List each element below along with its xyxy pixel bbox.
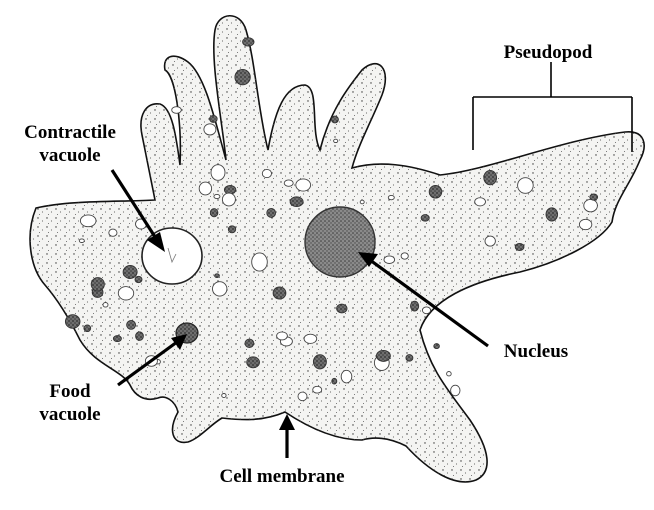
small-vacuole <box>388 195 394 199</box>
small-vacuole <box>422 307 430 314</box>
dark-granule <box>135 276 142 282</box>
dark-granule <box>127 321 136 330</box>
small-vacuole <box>401 253 408 259</box>
small-vacuole <box>296 179 311 191</box>
dark-granule <box>546 208 558 221</box>
small-vacuole <box>172 107 182 114</box>
small-vacuole <box>222 193 235 206</box>
contractile-vacuole-label-line1: Contractile <box>6 121 134 144</box>
dark-granule <box>215 274 220 278</box>
dark-granule <box>235 69 250 84</box>
small-vacuole <box>384 256 395 264</box>
food-vacuole-label: Food vacuole <box>20 380 120 426</box>
small-vacuole <box>313 386 322 393</box>
small-vacuole <box>475 198 486 206</box>
contractile-vacuole-label-line2: vacuole <box>6 144 134 167</box>
dark-granule <box>84 325 91 332</box>
small-vacuole <box>360 200 364 204</box>
small-vacuole <box>199 182 211 195</box>
food-vacuole-label-line1: Food <box>20 380 120 403</box>
small-vacuole <box>584 199 598 211</box>
small-vacuole <box>211 165 225 181</box>
small-vacuole <box>262 169 271 177</box>
pseudopod-label: Pseudopod <box>478 41 618 64</box>
small-vacuole <box>252 253 268 271</box>
dark-granule <box>91 278 104 291</box>
dark-granule <box>331 116 338 123</box>
dark-granule <box>210 115 218 122</box>
small-vacuole <box>222 394 226 398</box>
dark-granule <box>113 336 121 342</box>
dark-granule <box>332 378 337 384</box>
small-vacuole <box>284 180 293 186</box>
small-vacuole <box>298 392 307 401</box>
dark-granule <box>590 194 598 200</box>
small-vacuole <box>103 303 108 308</box>
small-vacuole <box>518 178 534 194</box>
small-vacuole <box>214 194 220 198</box>
dark-granule <box>484 170 497 184</box>
dark-granule <box>210 209 218 217</box>
dark-granule <box>313 355 326 369</box>
small-vacuole <box>277 332 288 340</box>
small-vacuole <box>118 287 133 300</box>
small-vacuole <box>447 372 452 376</box>
small-vacuole <box>204 124 216 135</box>
dark-granule <box>136 332 144 341</box>
dark-granule <box>434 344 440 349</box>
small-vacuole <box>334 139 338 142</box>
nucleus <box>305 207 375 277</box>
dark-granule <box>429 186 442 199</box>
nucleus-label: Nucleus <box>486 340 586 363</box>
food-vacuole-label-line2: vacuole <box>20 403 120 426</box>
dark-granule <box>337 304 347 313</box>
dark-granule <box>245 339 254 347</box>
small-vacuole <box>79 239 84 243</box>
small-vacuole <box>579 219 591 229</box>
dark-granule <box>515 243 524 250</box>
dark-granule <box>243 38 254 46</box>
small-vacuole <box>304 334 317 343</box>
dark-granule <box>228 226 235 233</box>
small-vacuole <box>341 370 352 383</box>
small-vacuole <box>451 385 460 396</box>
dark-granule <box>123 266 137 279</box>
contractile-vacuole-label: Contractile vacuole <box>6 121 134 167</box>
small-vacuole <box>80 215 96 227</box>
dark-granule <box>273 287 286 299</box>
small-vacuole <box>485 236 495 246</box>
dark-granule <box>247 357 260 368</box>
dark-granule <box>65 315 80 329</box>
dark-granule <box>421 215 429 222</box>
contractile-vacuole <box>142 228 202 284</box>
dark-granule <box>376 350 390 361</box>
small-vacuole <box>109 229 117 236</box>
dark-granule <box>267 208 276 217</box>
dark-granule <box>406 355 413 362</box>
small-vacuole <box>213 282 227 296</box>
cell-membrane-label: Cell membrane <box>192 465 372 488</box>
dark-granule <box>411 301 419 311</box>
dark-granule <box>290 197 303 207</box>
